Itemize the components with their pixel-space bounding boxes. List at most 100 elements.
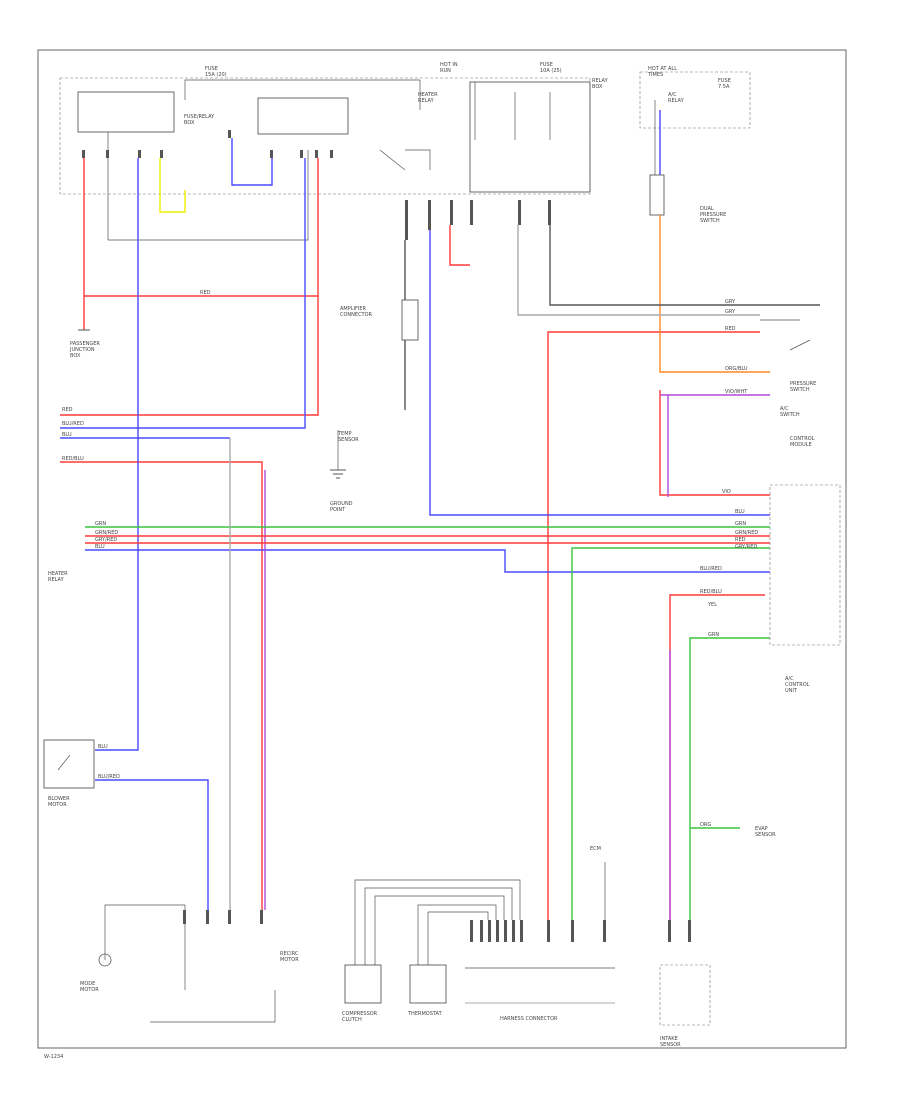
wire-blue-lower xyxy=(95,779,209,910)
wire-code-grn-red: GRN/RED xyxy=(95,530,118,536)
wire-code-gry-right: GRY xyxy=(725,299,736,305)
wire-code-blu-lower: BLU xyxy=(98,744,108,750)
control-unit-outline xyxy=(639,71,751,129)
blower-motor-switch xyxy=(43,739,95,789)
label-ecm: ECM xyxy=(590,846,601,852)
wire-code-vio: VIO xyxy=(722,489,731,495)
thermostat xyxy=(409,964,447,1004)
diagram-frame xyxy=(37,49,847,1049)
wire-red-control-unit xyxy=(669,594,765,920)
wire-light-gray-right xyxy=(517,225,760,316)
wire-blue-top-loop xyxy=(231,138,273,186)
connector-pins-top xyxy=(82,130,551,240)
wire-red-mid-drop xyxy=(60,461,263,910)
switch-contact-right xyxy=(789,339,811,351)
wire-red-vio-control xyxy=(659,390,770,496)
wire-code-grn-red-right: GRN/RED xyxy=(735,530,758,536)
wire-compressor-3 xyxy=(374,895,505,965)
mode-motor-symbol xyxy=(98,953,112,967)
intake-sensor-box xyxy=(659,964,711,1026)
wire-code-gry-red-right: GRY/RED xyxy=(735,544,757,550)
wire-red-relay xyxy=(449,225,470,266)
connector-pins-ecm xyxy=(470,920,606,942)
label-harness-connector: HARNESS CONNECTOR xyxy=(500,1016,558,1022)
wire-blue-relay-to-module xyxy=(429,230,770,516)
wire-gray-right xyxy=(549,225,820,306)
wire-code-blu-right: BLU xyxy=(735,509,745,515)
blower-switch-contact xyxy=(57,754,71,771)
wire-bottom-return xyxy=(150,990,276,1023)
connector-pins-bottom-left xyxy=(183,910,263,924)
wire-yellow xyxy=(159,158,186,213)
ground-symbol-mid xyxy=(330,469,346,479)
amplifier-connector-body xyxy=(401,299,419,341)
wire-code-blu-red-right: BLU/RED xyxy=(700,566,722,572)
wire-code-grn: GRN xyxy=(95,521,106,527)
wire-code-grn-right: GRN xyxy=(735,521,746,527)
wire-blue-harness xyxy=(85,549,770,573)
wire-code-red-left: RED xyxy=(62,407,73,413)
wire-code-blu-lower-2: BLU/RED xyxy=(98,774,120,780)
wire-mode-motor xyxy=(104,904,186,990)
wire-blue-left-bus xyxy=(60,158,306,429)
page-code: W-1234 xyxy=(44,1054,63,1060)
wire-code-gry-right-2: GRY xyxy=(725,309,736,315)
wire-blue-long-vertical xyxy=(95,158,139,751)
fuse-block-middle xyxy=(257,97,349,135)
wire-code-gry-red: GRY/RED xyxy=(95,537,117,543)
relay-box xyxy=(469,81,591,193)
wire-red-left-bus xyxy=(60,296,319,416)
wire-code-red-top: RED xyxy=(200,290,211,296)
wire-code-grn-lower: GRN xyxy=(708,632,719,638)
wire-code-blu-left: BLU/RED xyxy=(62,421,84,427)
compressor-clutch xyxy=(344,964,382,1004)
label-thermostat: THERMOSTAT xyxy=(407,1011,443,1017)
wire-red-horizontal-top xyxy=(84,158,319,297)
wire-code-red-blu: RED/BLU xyxy=(62,456,84,462)
wire-code-yel: YEL xyxy=(707,602,717,608)
wire-code-org: ORG xyxy=(700,822,711,828)
gray-wire-junction xyxy=(107,132,309,241)
a-c-control-unit-outline xyxy=(769,484,841,646)
wire-code-blu-left-2: BLU xyxy=(62,432,72,438)
fuse-block-left xyxy=(77,91,175,133)
dual-pressure-switch-body xyxy=(649,174,665,216)
wire-orange xyxy=(659,215,770,373)
wire-thermostat-1 xyxy=(417,904,497,965)
wire-code-red-right-2: RED xyxy=(735,537,746,543)
connector-pins-bottom-right xyxy=(668,920,691,942)
wire-red-right-vertical xyxy=(547,331,760,920)
wire-code-red-blu-right: RED/BLU xyxy=(700,589,722,595)
wire-code-red-right: RED xyxy=(725,326,736,332)
wire-green-control-unit xyxy=(689,637,770,920)
gray-wire-top-bus xyxy=(184,79,421,110)
wire-code-vio-wht: VIO/WHT xyxy=(725,389,748,395)
wire-compressor-2 xyxy=(364,887,513,965)
